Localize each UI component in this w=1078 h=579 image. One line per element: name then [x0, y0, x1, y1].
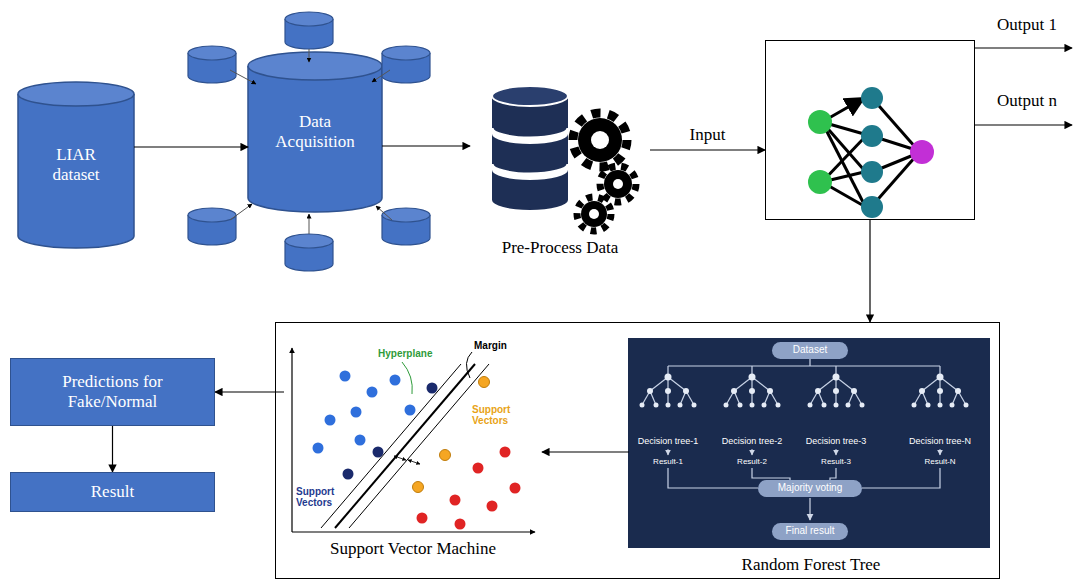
final-result-label: Final result: [786, 525, 835, 536]
edge-label: Input: [688, 126, 728, 145]
network-neurons: [808, 87, 934, 218]
connector-arrow: [112, 426, 113, 472]
cylinder-shape: [248, 52, 382, 212]
svm-node: Support Vector Machine: [284, 341, 542, 563]
result-label: Result-3: [821, 458, 851, 467]
output-label: Output n: [997, 92, 1057, 111]
margin-label: Margin: [474, 340, 507, 351]
database-gears-icon: [492, 86, 636, 231]
node-text: Random Forest Tree: [742, 555, 881, 575]
tree-label: Decision tree-1: [638, 437, 699, 447]
tree-label: Decision tree-2: [722, 437, 783, 447]
tree-label: Decision tree-3: [806, 437, 867, 447]
output-arrows: [975, 48, 1072, 125]
process-box: Result: [10, 472, 215, 512]
result-label: Result-1: [653, 458, 683, 467]
node-text: LIAR dataset: [34, 145, 118, 184]
node-text: Support Vector Machine: [330, 539, 496, 559]
cylinder-node: Data Acquisition: [248, 52, 382, 212]
hyperplane-label: Hyperplane: [378, 348, 432, 359]
result-label: Result-N: [924, 458, 955, 467]
random-forest-illustration: [628, 338, 990, 548]
process-box: Predictions for Fake/Normal: [10, 358, 215, 426]
support-vector-label: Support Vectors: [472, 404, 528, 426]
svm-illustration: [292, 348, 535, 532]
result-label: Result-2: [737, 458, 767, 467]
tree-label: Decision tree-N: [909, 437, 971, 447]
node-text: Result: [91, 482, 134, 502]
preprocess-node: Pre-Process Data: [470, 80, 650, 262]
support-vector-label: Support Vectors: [296, 486, 352, 508]
voting-label: Majority voting: [778, 482, 842, 493]
cylinder-node: LIAR dataset: [18, 82, 134, 248]
cylinder-shape: [18, 82, 134, 248]
connector-arrow: [382, 145, 470, 146]
model-panel: Random Forest Tree Support Vector Machine: [275, 322, 1000, 579]
connector-arrow: [215, 391, 284, 392]
connector-arrow: [650, 149, 765, 150]
node-text: Data Acquisition: [265, 112, 365, 151]
connector-arrow: [869, 220, 870, 322]
network-box: [765, 40, 975, 220]
connector-arrow: [134, 146, 248, 147]
neural-network-icon: [822, 98, 916, 206]
node-text: Pre-Process Data: [502, 238, 619, 258]
connector-arrow: [542, 451, 629, 452]
node-text: Predictions for Fake/Normal: [28, 372, 198, 411]
output-label: Output 1: [997, 16, 1057, 35]
source-cylinders: [188, 12, 430, 271]
dataset-label: Dataset: [793, 344, 827, 355]
